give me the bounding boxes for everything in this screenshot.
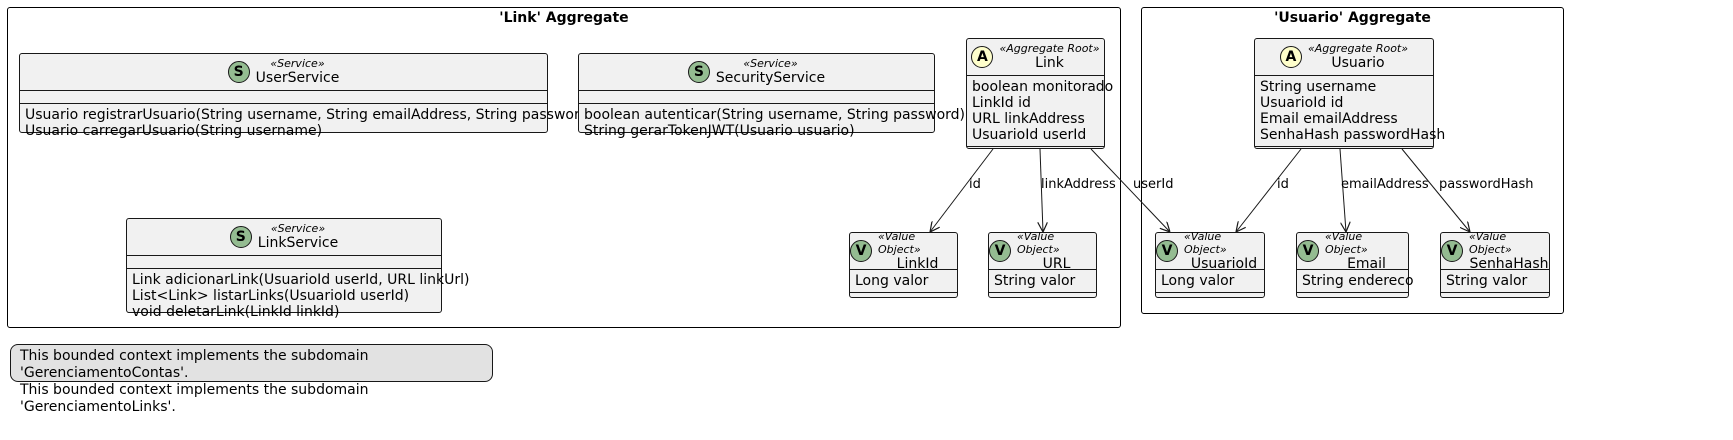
value-object-badge-icon: V (989, 240, 1011, 262)
class-name: LinkId (896, 255, 939, 272)
class-header: S «Service» UserService (20, 54, 547, 91)
class-link-id[interactable]: V «Value Object» LinkId Long valor (849, 229, 958, 298)
field: UsuarioId id (1260, 95, 1344, 111)
class-fields: Long valor (1156, 270, 1264, 293)
class-fields: String valor (989, 270, 1096, 293)
method: void deletarLink(LinkId linkId) (132, 304, 340, 320)
class-fields: String username UsuarioId id Email email… (1255, 76, 1446, 147)
class-name: SecurityService (715, 70, 826, 86)
field: Long valor (1161, 273, 1235, 289)
method: String gerarTokenJWT(Usuario usuario) (584, 123, 855, 139)
class-header: V «Value Object» Email (1297, 229, 1408, 272)
package-title: 'Link' Aggregate (499, 10, 629, 26)
class-user-service[interactable]: S «Service» UserService Usuario registra… (19, 53, 594, 139)
class-header: S «Service» SecurityService (579, 54, 934, 91)
class-name: SenhaHash (1469, 255, 1549, 272)
class-methods (1255, 147, 1433, 161)
class-methods: boolean autenticar(String username, Stri… (579, 104, 966, 142)
aggregate-root-badge-icon: A (971, 46, 994, 68)
class-methods (850, 293, 957, 307)
class-stereotype: «Value Object» (1017, 229, 1060, 256)
field: String valor (1446, 273, 1528, 289)
class-usuario[interactable]: A «Aggregate Root» Usuario String userna… (1254, 38, 1446, 149)
field: Email emailAddress (1260, 111, 1398, 127)
value-object-badge-icon: V (850, 240, 872, 262)
method: List<Link> listarLinks(UsuarioId userId) (132, 288, 410, 304)
class-header: V «Value Object» UsuarioId (1156, 229, 1264, 272)
field: boolean monitorado (972, 79, 1114, 95)
class-fields: String valor (1441, 270, 1549, 293)
class-name: Usuario (1331, 55, 1385, 71)
class-fields: String endereco (1297, 270, 1414, 293)
class-name: URL (1042, 255, 1071, 272)
class-methods (1297, 293, 1408, 307)
class-header: A «Aggregate Root» Link (967, 39, 1104, 76)
method: boolean autenticar(String username, Stri… (584, 107, 966, 123)
class-fields: Long valor (850, 270, 957, 293)
class-stereotype: «Value Object» (1184, 229, 1227, 256)
class-name: LinkService (257, 235, 339, 251)
value-object-badge-icon: V (1156, 240, 1178, 262)
note-line: This bounded context implements the subd… (20, 382, 369, 415)
class-stereotype: «Aggregate Root» (1307, 42, 1409, 55)
class-methods (1441, 293, 1549, 307)
field: String endereco (1302, 273, 1414, 289)
class-methods: Link adicionarLink(UsuarioId userId, URL… (127, 269, 470, 323)
class-methods (967, 147, 1104, 161)
class-fields (20, 91, 547, 104)
field: String username (1260, 79, 1377, 95)
note-line: This bounded context implements the subd… (20, 348, 369, 381)
class-email[interactable]: V «Value Object» Email String endereco (1296, 229, 1414, 298)
class-senha-hash[interactable]: V «Value Object» SenhaHash String valor (1440, 229, 1550, 298)
value-object-badge-icon: V (1297, 240, 1319, 262)
class-header: V «Value Object» LinkId (850, 229, 957, 272)
class-header: A «Aggregate Root» Usuario (1255, 39, 1433, 76)
class-methods (989, 293, 1096, 307)
class-header: S «Service» LinkService (127, 219, 441, 256)
method: Usuario registrarUsuario(String username… (25, 107, 594, 123)
value-object-badge-icon: V (1441, 240, 1463, 262)
class-stereotype: «Aggregate Root» (999, 42, 1100, 55)
class-security-service[interactable]: S «Service» SecurityService boolean aute… (578, 53, 965, 139)
field: String valor (994, 273, 1076, 289)
package-title: 'Usuario' Aggregate (1274, 10, 1431, 26)
bounded-context-note: This bounded context implements the subd… (10, 344, 493, 415)
aggregate-root-badge-icon: A (1279, 46, 1302, 68)
service-badge-icon: S (229, 226, 252, 248)
class-stereotype: «Value Object» (1325, 229, 1368, 256)
class-fields: boolean monitorado LinkId id URL linkAdd… (967, 76, 1114, 147)
service-badge-icon: S (687, 61, 710, 83)
class-stereotype: «Value Object» (878, 229, 921, 256)
class-methods (1156, 293, 1264, 307)
class-fields (127, 256, 441, 269)
class-stereotype: «Service» (270, 222, 326, 235)
class-name: Email (1347, 255, 1386, 272)
class-name: UsuarioId (1190, 255, 1258, 272)
class-link-service[interactable]: S «Service» LinkService Link adicionarLi… (126, 218, 469, 320)
class-url[interactable]: V «Value Object» URL String valor (988, 229, 1097, 298)
field: UsuarioId userId (972, 127, 1087, 143)
class-stereotype: «Value Object» (1469, 229, 1512, 256)
class-stereotype: «Service» (743, 57, 798, 70)
field: LinkId id (972, 95, 1031, 111)
class-name: Link (1035, 55, 1064, 71)
class-usuario-id[interactable]: V «Value Object» UsuarioId Long valor (1155, 229, 1265, 298)
service-badge-icon: S (227, 61, 250, 83)
method: Link adicionarLink(UsuarioId userId, URL… (132, 272, 470, 288)
class-header: V «Value Object» URL (989, 229, 1096, 272)
class-fields (579, 91, 934, 104)
field: Long valor (855, 273, 929, 289)
method: Usuario carregarUsuario(String username) (25, 123, 323, 139)
class-link[interactable]: A «Aggregate Root» Link boolean monitora… (966, 38, 1114, 149)
class-name: UserService (255, 70, 340, 86)
field: URL linkAddress (972, 111, 1085, 127)
class-header: V «Value Object» SenhaHash (1441, 229, 1549, 272)
field: SenhaHash passwordHash (1260, 127, 1446, 143)
class-stereotype: «Service» (270, 57, 325, 70)
class-methods: Usuario registrarUsuario(String username… (20, 104, 594, 142)
